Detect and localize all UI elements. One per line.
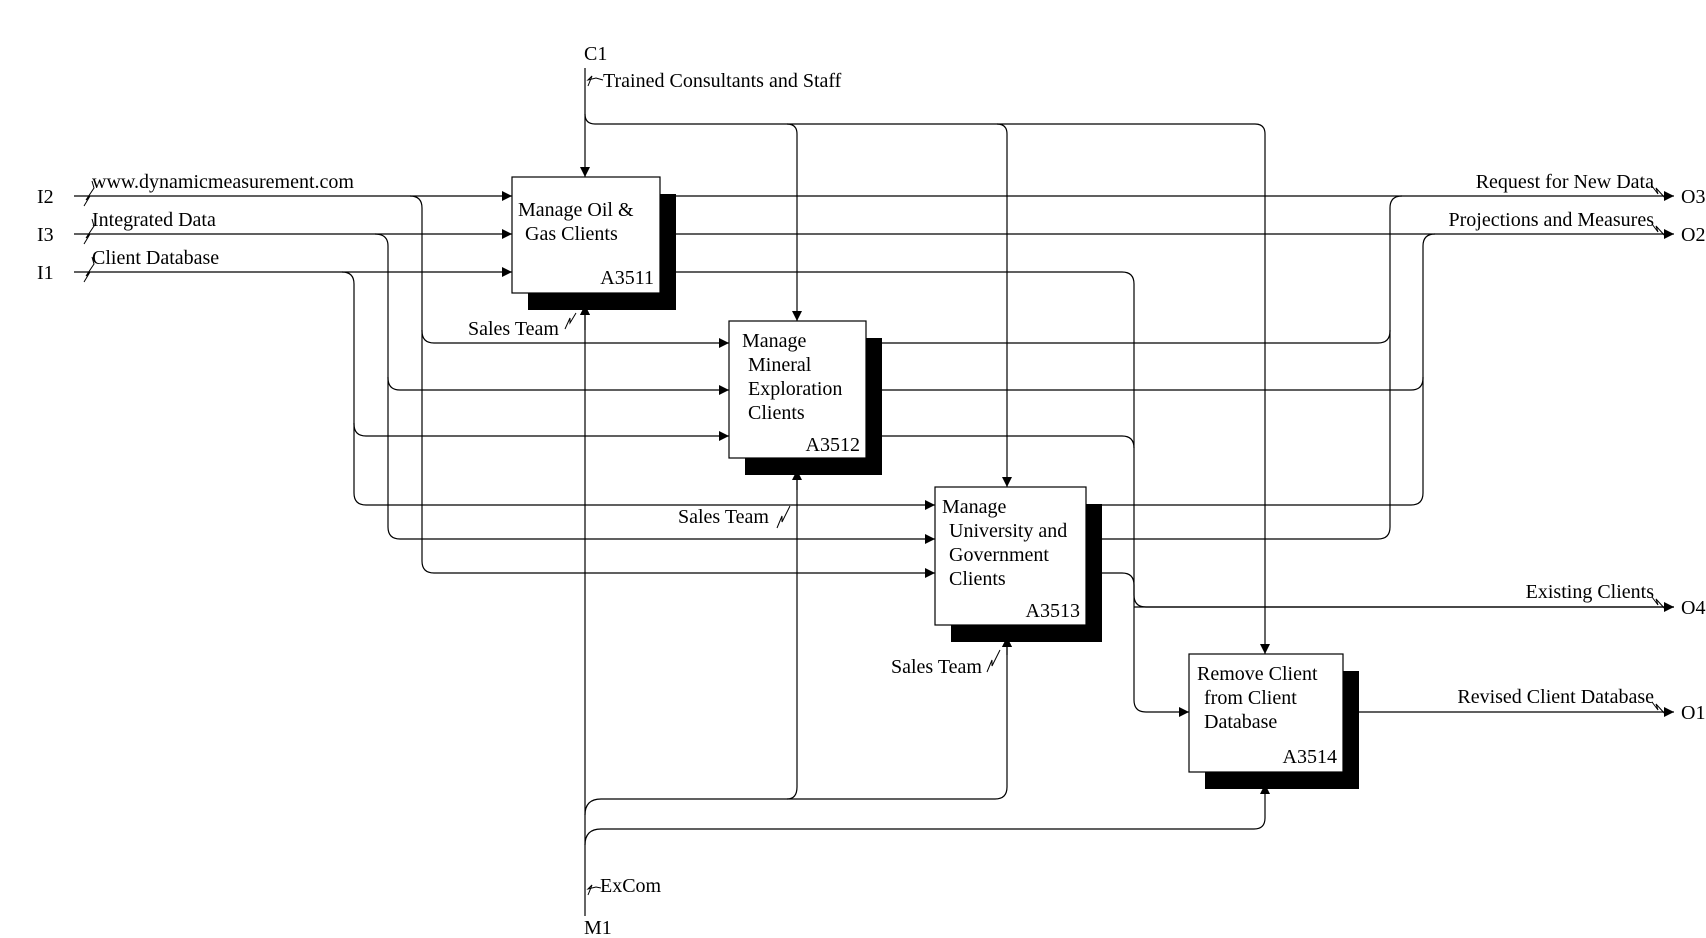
port-o3: O3 — [1681, 186, 1705, 208]
mechanism-arrow-m1[interactable] — [580, 305, 1270, 916]
activity-a3514-node-number: A3514 — [1283, 746, 1337, 768]
activity-a3511-node-number: A3511 — [600, 267, 654, 289]
activity-a3513-node-number: A3513 — [1026, 600, 1080, 622]
sales-team-label-a3513: Sales Team — [891, 656, 982, 678]
activity-a3514-title-line-1: Remove Client — [1197, 663, 1318, 685]
output-label-o1: Revised Client Database — [1457, 686, 1654, 708]
port-o1: O1 — [1681, 702, 1705, 724]
activity-a3514-title-line-2: from Client — [1204, 687, 1297, 709]
activity-a3514-title-line-3: Database — [1204, 711, 1277, 733]
mechanism-label-excom: ExCom — [600, 875, 662, 897]
port-o2: O2 — [1681, 224, 1705, 246]
output-arrow-o4[interactable] — [660, 271, 1674, 717]
activity-a3513[interactable]: Manage University and Government Clients… — [934, 486, 1102, 642]
port-i2: I2 — [37, 186, 54, 208]
output-label-o4: Existing Clients — [1526, 581, 1655, 603]
activity-a3511-title-line-2: Gas Clients — [525, 223, 618, 245]
activity-a3512-title-line-4: Clients — [748, 402, 805, 424]
port-m1: M1 — [584, 917, 612, 938]
input-arrow-i1[interactable] — [74, 256, 935, 510]
mechanism-arrow-sales-team-a3512[interactable] — [776, 470, 802, 529]
input-label-i1: Client Database — [92, 247, 219, 269]
activity-a3513-title-line-2: University and — [949, 520, 1067, 542]
port-c1: C1 — [584, 43, 607, 65]
port-i3: I3 — [37, 224, 54, 246]
output-label-o3: Request for New Data — [1476, 171, 1654, 193]
activity-a3512-node-number: A3512 — [806, 434, 860, 456]
output-label-o2: Projections and Measures — [1448, 209, 1654, 231]
output-arrow-o3[interactable] — [660, 185, 1674, 540]
sales-team-label-a3511: Sales Team — [468, 318, 559, 340]
mechanism-arrow-sales-team-a3513[interactable] — [986, 637, 1012, 673]
activity-a3512-title-line-1: Manage — [742, 330, 807, 352]
activity-a3512-title-line-3: Exploration — [748, 378, 842, 400]
output-arrow-o1[interactable] — [1343, 701, 1674, 717]
activity-a3513-title-line-3: Government — [949, 544, 1049, 566]
mechanism-arrow-sales-team-a3511[interactable] — [564, 305, 590, 330]
activity-a3514[interactable]: Remove Client from Client Database A3514 — [1188, 653, 1359, 789]
sales-team-label-a3512: Sales Team — [678, 506, 769, 528]
control-arrow-c1[interactable] — [580, 68, 1270, 654]
control-label-trained-consultants: Trained Consultants and Staff — [603, 70, 842, 92]
activity-a3512[interactable]: Manage Mineral Exploration Clients A3512 — [728, 320, 882, 475]
activity-a3513-title-line-1: Manage — [942, 496, 1007, 518]
activity-a3512-title-line-2: Mineral — [748, 354, 812, 376]
port-i1: I1 — [37, 262, 54, 284]
input-label-i2: www.dynamicmeasurement.com — [92, 171, 354, 193]
input-arrow-i2[interactable] — [74, 180, 935, 578]
activity-a3513-title-line-4: Clients — [949, 568, 1006, 590]
activity-a3511[interactable]: Manage Oil & Gas Clients A3511 — [511, 176, 676, 310]
input-label-i3: Integrated Data — [92, 209, 216, 231]
output-arrow-o2[interactable] — [660, 223, 1674, 506]
activity-a3511-title-line-1: Manage Oil & — [518, 199, 634, 221]
port-o4: O4 — [1681, 597, 1705, 619]
input-arrow-i3[interactable] — [74, 218, 935, 544]
